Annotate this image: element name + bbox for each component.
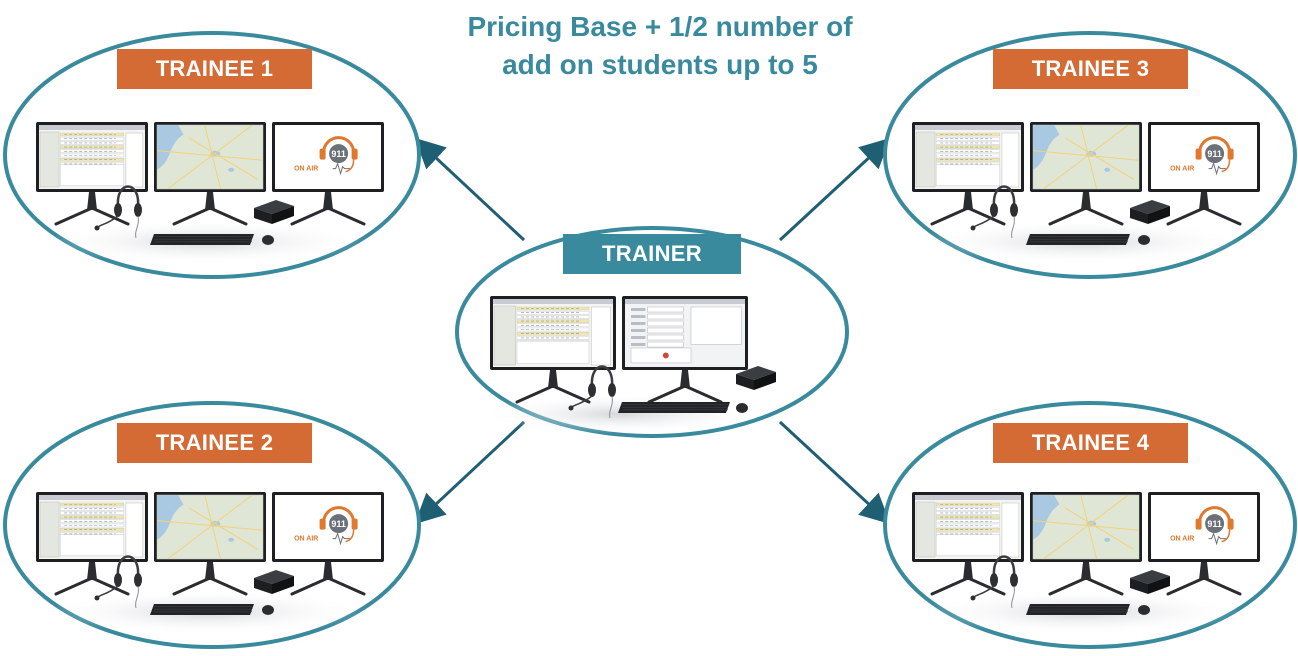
pulse-line-icon [1208, 532, 1227, 546]
cad-monitor-icon [912, 122, 1024, 226]
pulse-line-icon [332, 162, 351, 176]
trainer-workstation [480, 296, 776, 434]
cad-monitor-icon [912, 492, 1024, 596]
pc-box-icon [254, 200, 294, 224]
logo-911-text: 911 [331, 149, 346, 159]
cad-monitor-icon [490, 296, 616, 404]
trainee3-workstation: 911 ON AIR [912, 122, 1260, 264]
911-badge-icon [329, 144, 349, 164]
keyboard-icon [1026, 604, 1130, 615]
pricing-title: Pricing Base + 1/2 number of add on stud… [380, 8, 940, 84]
911-badge-icon [1205, 144, 1225, 164]
keyboard-icon [618, 402, 730, 413]
headset-icon [970, 185, 1018, 239]
arrow-to-trainee-4 [778, 420, 891, 525]
trainee1-workstation: 911 ON AIR [36, 122, 384, 264]
trainee-2-label: TRAINEE 2 [117, 423, 312, 463]
pc-box-icon [1130, 570, 1170, 594]
headset-arc-icon [1198, 506, 1232, 523]
map-monitor-icon [154, 492, 266, 596]
headset-icon [568, 365, 616, 419]
cad-monitor-icon [36, 492, 148, 596]
911-badge-icon [1205, 514, 1225, 534]
mouse-icon [1138, 605, 1150, 615]
mouse-icon [1138, 235, 1150, 245]
headset-icon [94, 185, 142, 239]
arrow-to-trainee-1 [414, 137, 526, 242]
logo-monitor-icon: 911 ON AIR [272, 122, 384, 226]
headset-arc-icon [322, 506, 356, 523]
logo-on-air-text: ON AIR [294, 166, 318, 173]
cad-monitor-icon [36, 122, 148, 226]
logo-on-air-text: ON AIR [1170, 166, 1194, 173]
logo-911-text: 911 [1207, 519, 1222, 529]
keyboard-icon [150, 234, 254, 245]
logo-911-text: 911 [1207, 149, 1222, 159]
form-monitor-icon [622, 296, 748, 404]
911-badge-icon [329, 514, 349, 534]
logo-on-air-text: ON AIR [294, 536, 318, 543]
headset-arc-icon [322, 136, 356, 153]
mouse-icon [736, 403, 748, 413]
headset-icon [94, 555, 142, 609]
pc-box-icon [736, 366, 776, 390]
trainee4-workstation: 911 ON AIR [912, 492, 1260, 634]
keyboard-icon [1026, 234, 1130, 245]
headset-icon [970, 555, 1018, 609]
title-line-2: add on students up to 5 [502, 49, 818, 80]
logo-monitor-icon: 911 ON AIR [1148, 492, 1260, 596]
keyboard-icon [150, 604, 254, 615]
connection-arrows [414, 137, 891, 525]
arrow-to-trainee-3 [778, 137, 891, 242]
logo-monitor-icon: 911 ON AIR [272, 492, 384, 596]
trainee-1-label: TRAINEE 1 [117, 49, 312, 89]
map-monitor-icon [1030, 122, 1142, 226]
logo-911-text: 911 [331, 519, 346, 529]
trainer-label: TRAINER [563, 234, 741, 274]
mouse-icon [262, 605, 274, 615]
pc-box-icon [254, 570, 294, 594]
pc-box-icon [1130, 200, 1170, 224]
pulse-line-icon [1208, 162, 1227, 176]
map-monitor-icon [154, 122, 266, 226]
trainee-4-label: TRAINEE 4 [993, 423, 1188, 463]
pulse-line-icon [332, 532, 351, 546]
trainee2-workstation: 911 ON AIR [36, 492, 384, 634]
title-line-1: Pricing Base + 1/2 number of [467, 11, 853, 42]
map-monitor-icon [1030, 492, 1142, 596]
logo-on-air-text: ON AIR [1170, 536, 1194, 543]
logo-monitor-icon: 911 ON AIR [1148, 122, 1260, 226]
arrow-to-trainee-2 [414, 420, 526, 525]
headset-arc-icon [1198, 136, 1232, 153]
workstations: 911 ON AIR 911 ON AIR 911 ON AIR 911 ON AIR [36, 122, 1260, 634]
trainee-3-label: TRAINEE 3 [993, 49, 1188, 89]
mouse-icon [262, 235, 274, 245]
